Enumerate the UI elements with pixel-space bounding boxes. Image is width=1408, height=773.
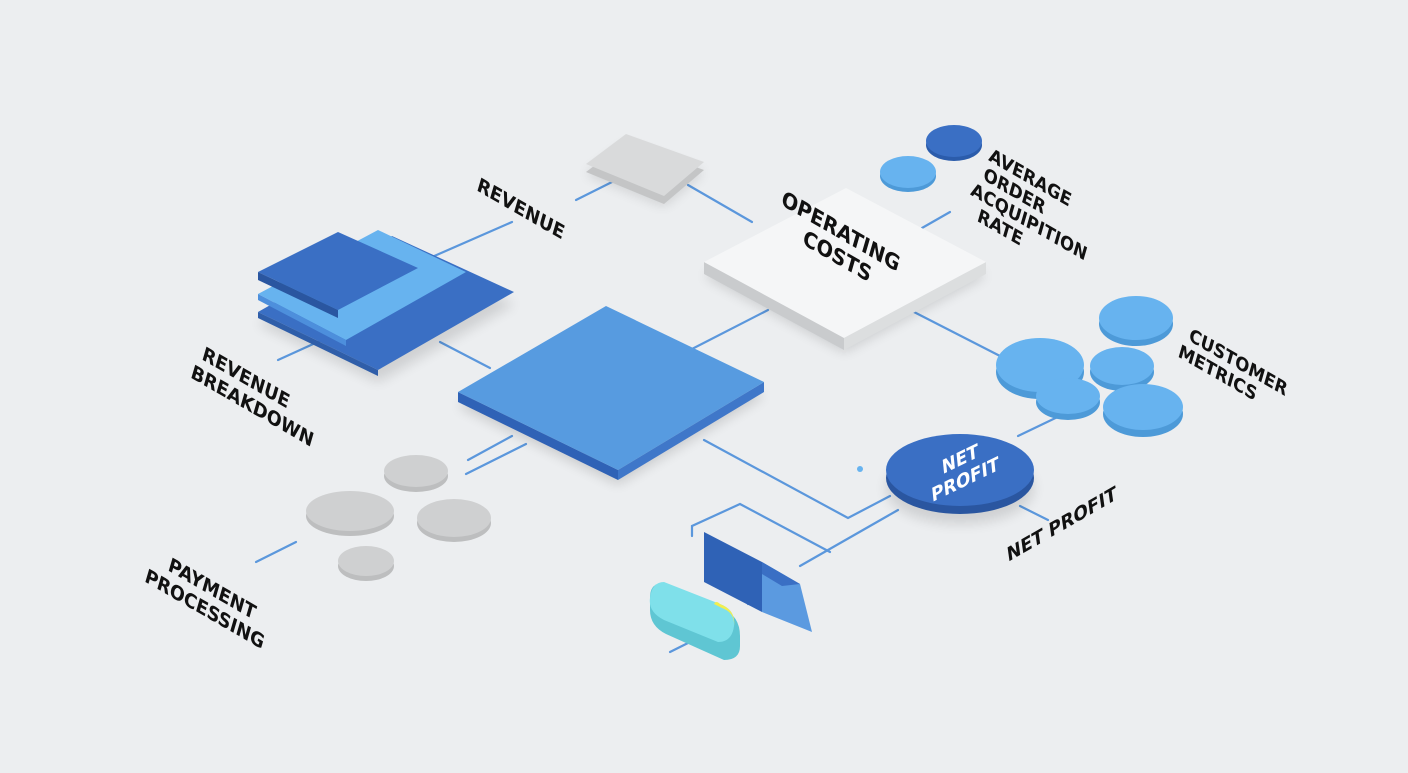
connector-lines xyxy=(254,180,1070,654)
cyan-pill xyxy=(649,582,740,660)
connector-flag-top xyxy=(690,502,832,554)
flag-panel xyxy=(704,532,812,632)
revenue-breakdown-label: REVENUE BREAKDOWN xyxy=(188,340,322,452)
top-gray-tile xyxy=(586,134,704,206)
connector-center-down-a xyxy=(466,434,514,462)
net-profit-coin xyxy=(857,434,1034,524)
payment-processing-discs xyxy=(306,455,491,581)
connector-top-tile xyxy=(574,180,614,202)
connector-payment-label xyxy=(254,540,298,564)
connector-center-to-costs xyxy=(688,308,770,352)
connector-center-to-profit xyxy=(702,438,892,520)
average-order-circles xyxy=(880,125,982,192)
customer-metrics-label: CUSTOMER METRICS xyxy=(1176,322,1295,424)
connector-center-down-b xyxy=(464,442,528,476)
payment-processing-label: PAYMENT PROCESSING xyxy=(142,544,273,655)
revenue-label: REVENUE xyxy=(475,174,567,245)
connector-top-to-costs xyxy=(686,183,754,224)
connector-breakdown-to-center xyxy=(438,340,492,370)
connector-profit-label xyxy=(1018,504,1050,522)
revenue-breakdown-stack xyxy=(258,230,514,382)
center-blue-tile xyxy=(458,306,764,484)
connector-costs-to-metrics xyxy=(912,310,1002,358)
connector-revenue xyxy=(430,220,514,259)
customer-metrics-bubbles xyxy=(996,296,1183,437)
operating-costs-card xyxy=(704,188,986,352)
connector-flag-to-profit xyxy=(798,508,900,568)
connector-costs-to-average xyxy=(920,210,952,230)
